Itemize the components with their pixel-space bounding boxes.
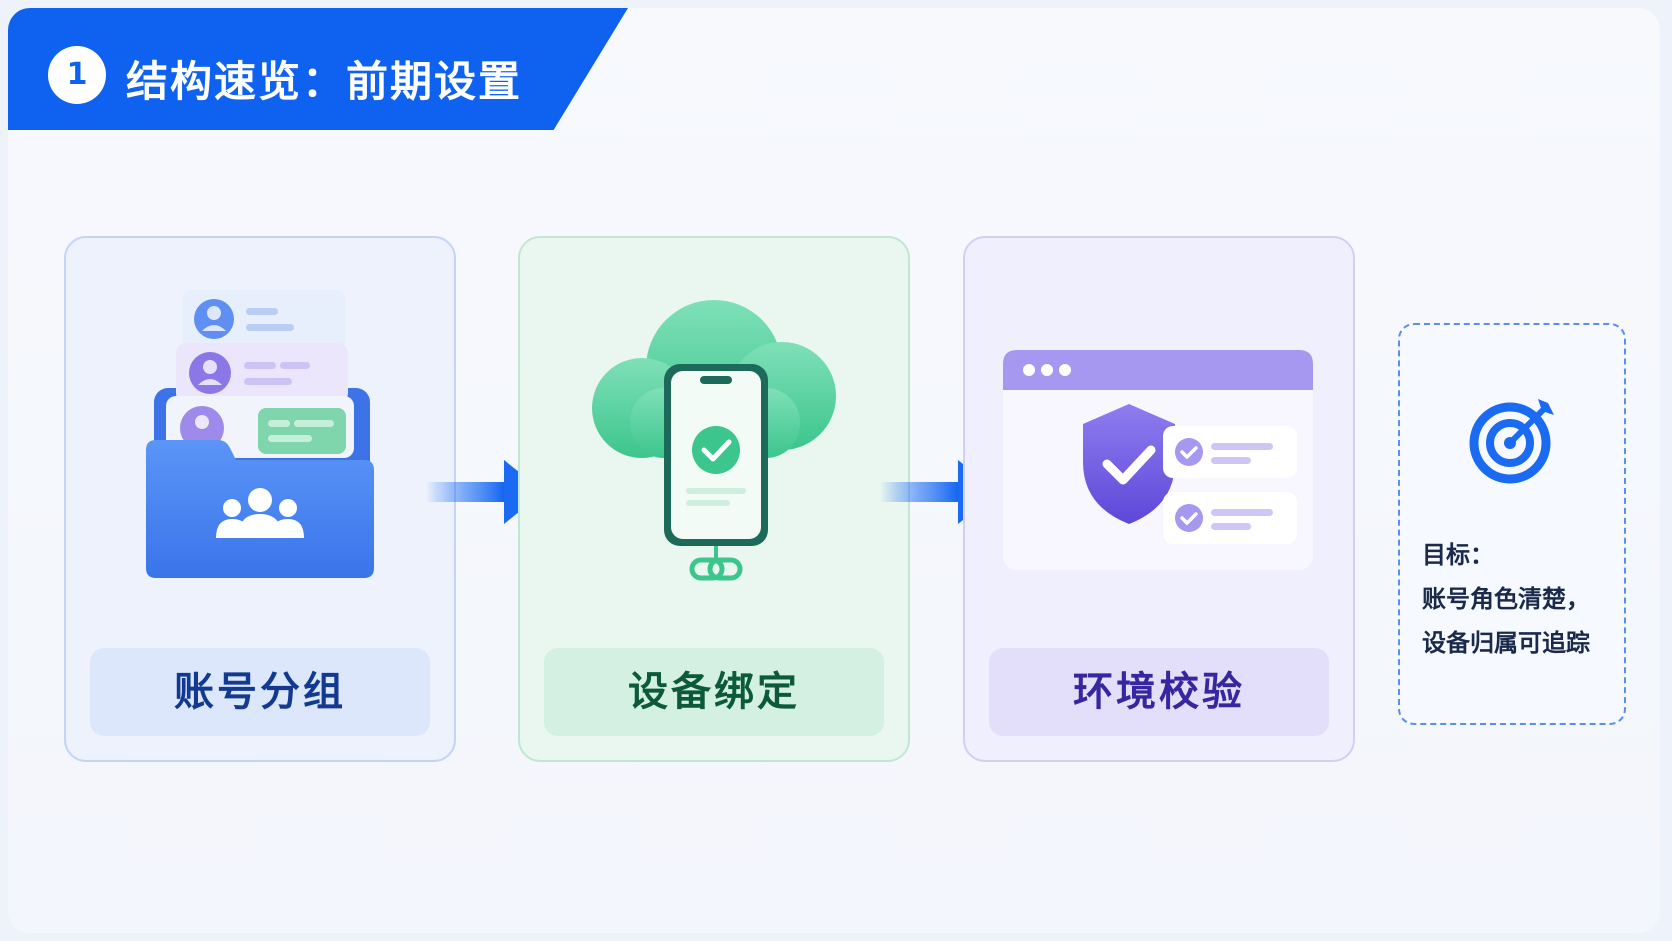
browser-shield-check-icon bbox=[1003, 350, 1313, 570]
slide: 1 结构速览：前期设置 bbox=[8, 8, 1660, 933]
account-folder-icon bbox=[146, 290, 374, 578]
goal-line: 设备归属可追踪 bbox=[1422, 629, 1590, 657]
step-number-badge: 1 bbox=[48, 46, 106, 104]
target-icon bbox=[1469, 399, 1554, 484]
goal-heading: 目标： bbox=[1422, 541, 1494, 569]
page-title: 结构速览：前期设置 bbox=[126, 57, 523, 106]
goal-text: 目标： 账号角色清楚， 设备归属可追踪 bbox=[1422, 533, 1622, 665]
step-card-environment-check: 环境校验 bbox=[963, 236, 1355, 762]
goal-callout: 目标： 账号角色清楚， 设备归属可追踪 bbox=[1398, 323, 1626, 725]
step-label: 账号分组 bbox=[90, 648, 430, 736]
step-label: 环境校验 bbox=[989, 648, 1329, 736]
goal-line: 账号角色清楚， bbox=[1422, 585, 1590, 613]
section-header bbox=[8, 8, 628, 130]
step-label: 设备绑定 bbox=[544, 648, 884, 736]
step-card-account-grouping: 账号分组 bbox=[64, 236, 456, 762]
step-card-device-binding: 设备绑定 bbox=[518, 236, 910, 762]
cloud-phone-link-icon bbox=[592, 300, 836, 581]
